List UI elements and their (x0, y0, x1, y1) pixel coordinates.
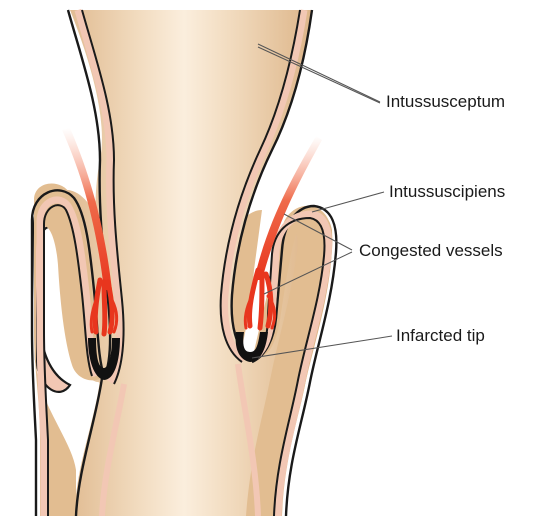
label-congested-vessels: Congested vessels (359, 241, 503, 261)
label-infarcted-tip: Infarcted tip (396, 326, 485, 346)
label-intussuscipiens: Intussuscipiens (389, 182, 505, 202)
label-intussusceptum: Intussusceptum (386, 92, 505, 112)
leader-intussuscipiens (312, 192, 384, 212)
